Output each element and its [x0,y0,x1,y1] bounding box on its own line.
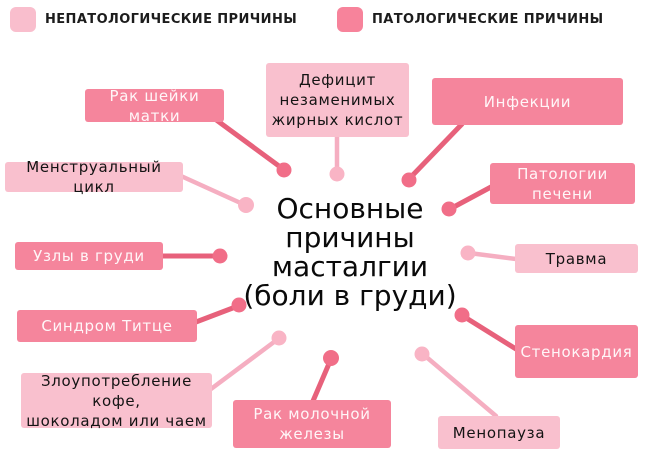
node-menstrual-cycle: Менструальный цикл [5,158,183,196]
connector-dot-infections [401,172,417,188]
legend-item-pathological: ПАТОЛОГИЧЕСКИЕ ПРИЧИНЫ [337,7,604,32]
node-trauma: Травма [515,244,638,273]
connector-dot-breast-nodules [212,248,228,264]
connector-menopause [421,352,499,419]
node-label: Дефицит [298,71,377,89]
node-breast-cancer: Рак молочной железы [233,400,391,448]
connector-dot-tietze-syndrome [231,297,247,313]
connector-dot-angina [454,307,470,323]
node-liver-pathologies: Патологии печени [490,163,635,204]
connector-cervical-cancer [212,116,286,172]
connector-dot-fatty-acid-deficiency [329,166,345,182]
pathological-swatch-icon [337,7,363,32]
connector-tietze-syndrome [193,303,241,325]
connector-dot-breast-cancer [323,350,339,366]
node-label: железы [279,425,345,443]
node-fatty-acid-deficiency: Дефицит незаменимых жирных кислот [266,63,409,137]
connector-angina [460,313,519,352]
connector-breast-cancer [310,356,334,404]
node-label: Инфекции [483,92,572,111]
node-label: Травма [545,249,608,268]
connector-trauma [466,250,519,262]
node-label: Синдром Титце [41,317,173,335]
diagram-title-line: причины [285,221,415,254]
connector-dot-coffee-chocolate-tea-abuse [271,330,287,346]
node-coffee-chocolate-tea-abuse: Злоупотребление кофе, шоколадом или чаем [21,371,212,430]
diagram-title-line: Основные [276,192,424,225]
connector-infections [406,121,465,182]
node-label: Рак шейки матки [109,86,200,125]
connector-dot-trauma [460,245,476,261]
legend-item-non-pathological: НЕПАТОЛОГИЧЕСКИЕ ПРИЧИНЫ [10,7,297,32]
connector-coffee-chocolate-tea-abuse [208,336,281,392]
node-label: Узлы в груди [33,247,145,265]
node-label: Менструальный цикл [26,158,162,196]
node-cervical-cancer: Рак шейки матки [85,87,224,125]
diagram-title-line: (боли в груди) [243,279,457,312]
connector-dot-liver-pathologies [441,201,457,217]
node-label: Патологии [517,164,608,183]
legend-label: НЕПАТОЛОГИЧЕСКИЕ ПРИЧИНЫ [45,12,298,27]
node-menopause: Менопауза [438,416,560,449]
diagram-title: Основные причины масталгии (боли в груди… [240,194,460,310]
node-tietze-syndrome: Синдром Титце [17,310,197,342]
node-label: жирных кислот [271,111,404,129]
node-label: печени [532,184,593,203]
node-label: шоколадом или чаем [26,411,207,430]
node-breast-nodules: Узлы в груди [15,242,163,270]
legend-label: ПАТОЛОГИЧЕСКИЕ ПРИЧИНЫ [372,12,604,27]
node-label: Рак молочной [253,405,371,423]
node-label: Злоупотребление кофе, [40,371,193,410]
non-pathological-swatch-icon [10,7,36,32]
connector-liver-pathologies [447,184,494,212]
node-label: Менопауза [452,423,546,442]
connector-dot-cervical-cancer [276,162,292,178]
node-infections: Инфекции [432,78,623,125]
node-label: незаменимых [279,91,396,109]
connector-dot-menopause [414,346,430,362]
connector-menstrual-cycle [178,173,248,208]
node-angina: Стенокардия [515,325,638,378]
node-label: Стенокардия [520,342,633,361]
diagram-title-line: масталгии [271,250,429,283]
connector-dot-menstrual-cycle [238,197,254,213]
